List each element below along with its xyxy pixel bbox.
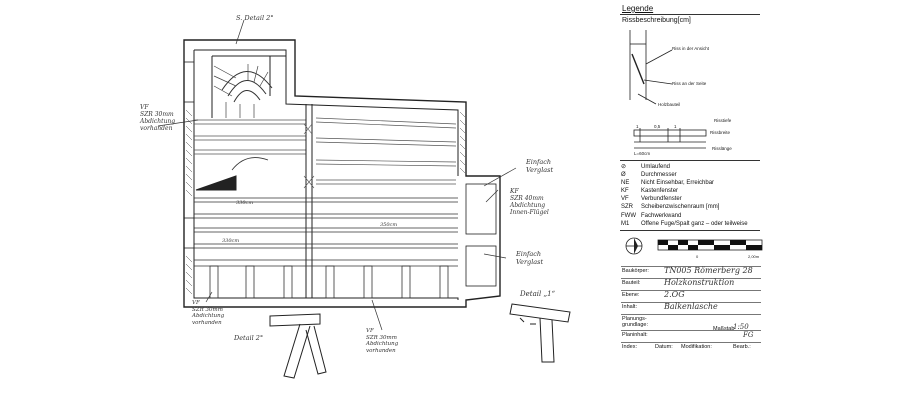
field-value: 2.OG bbox=[664, 290, 685, 299]
list-item: ⊘Umlaufend bbox=[621, 164, 671, 170]
beam-lines-mid bbox=[194, 197, 458, 267]
crack-n1: 1 bbox=[636, 124, 639, 129]
detail-2-sketch bbox=[269, 313, 327, 379]
legend-divider bbox=[620, 230, 760, 231]
crack-n2: 0,5 bbox=[654, 124, 661, 129]
crack-label-length: Risslänge bbox=[712, 146, 732, 151]
stair-treads bbox=[213, 64, 269, 118]
stair-curve bbox=[221, 71, 273, 103]
dimension-label: 330cm bbox=[222, 238, 239, 244]
field-label: Inhalt: bbox=[622, 304, 637, 310]
label-vf-left-top: VF SZR 30mm Abdichtung vorhanden bbox=[140, 104, 176, 132]
label-einfach-verglast-2: Einfach Verglast bbox=[516, 250, 544, 266]
field-label: Ebene: bbox=[622, 292, 640, 298]
beam-lines-upper bbox=[194, 119, 306, 155]
stair-walls bbox=[211, 55, 286, 118]
crack-label-top: Risstiefe bbox=[714, 118, 732, 123]
legend-divider bbox=[620, 160, 760, 161]
massstab-value: 1:50 bbox=[733, 323, 749, 331]
crack-length-value: L=60cm bbox=[634, 151, 650, 156]
field-value: Holzkonstruktion bbox=[664, 278, 735, 287]
crack-label-view: Riss in der Ansicht bbox=[672, 46, 710, 51]
outer-wall bbox=[183, 39, 501, 308]
label-vf-bottom-mid: VF SZR 30mm Abdichtung vorhanden bbox=[366, 328, 399, 354]
leader-lines bbox=[157, 19, 517, 331]
ramp bbox=[195, 175, 237, 191]
dimension-label: 330cm bbox=[236, 200, 253, 206]
legend-divider bbox=[620, 14, 760, 15]
scale-bar bbox=[657, 239, 763, 251]
label-kf-right: KF SZR 40mm Abdichtung Innen-Flügel bbox=[510, 188, 549, 216]
crack-n3: 1 bbox=[674, 124, 677, 129]
modifikation-label: Modifikation: bbox=[681, 344, 712, 350]
massstab-label: Maßstab bbox=[713, 326, 735, 332]
window-frames bbox=[183, 61, 497, 287]
detail-1-sketch bbox=[509, 303, 571, 363]
beam-lines-right bbox=[315, 117, 457, 185]
legend-title: Legende bbox=[622, 4, 654, 13]
label-detail-1: Detail „1“ bbox=[519, 290, 556, 298]
crack-label-width: Rissbreite bbox=[710, 130, 731, 135]
north-arrow-icon bbox=[625, 237, 643, 255]
field-value: TN005 Römerberg 28 bbox=[664, 266, 753, 275]
beam-crosses bbox=[303, 123, 315, 189]
index-label: Index: bbox=[622, 344, 637, 350]
door-arc bbox=[231, 157, 269, 171]
scale-end: 2,00m bbox=[748, 254, 760, 259]
dimension-label: 350cm bbox=[380, 222, 397, 228]
field-label: Bauteil: bbox=[622, 280, 641, 286]
scale-zero: 0 bbox=[696, 254, 699, 259]
label-einfach-verglast-1: Einfach Verglast bbox=[526, 158, 554, 174]
field-label: Planinhalt: bbox=[622, 332, 648, 338]
inner-wall bbox=[194, 49, 459, 176]
joist-bottom bbox=[209, 265, 449, 299]
crack-diagram: Riss in der Ansicht Riss an der Seite Ho… bbox=[629, 30, 732, 156]
crack-label-member: Holzbauteil bbox=[658, 102, 680, 107]
bearb-value: FG bbox=[743, 331, 754, 339]
crack-label-side: Riss an der Seite bbox=[672, 81, 707, 86]
north-scale: 0 2,00m bbox=[625, 237, 763, 259]
field-value: Balkenlasche bbox=[664, 302, 718, 311]
label-detail-top: S. Detail 2° bbox=[236, 14, 274, 22]
field-label: Planungs- grundlage: bbox=[622, 316, 648, 328]
datum-label: Datum: bbox=[655, 344, 673, 350]
legend-subtitle: Rissbeschreibung[cm] bbox=[622, 17, 691, 24]
label-detail-2: Detail 2° bbox=[233, 334, 263, 342]
field-label: Baukörper: bbox=[622, 268, 649, 274]
bearb-label: Bearb.: bbox=[733, 344, 751, 350]
label-vf-bottom-left: VF SZR 30mm Abdichtung vorhanden bbox=[192, 300, 225, 326]
